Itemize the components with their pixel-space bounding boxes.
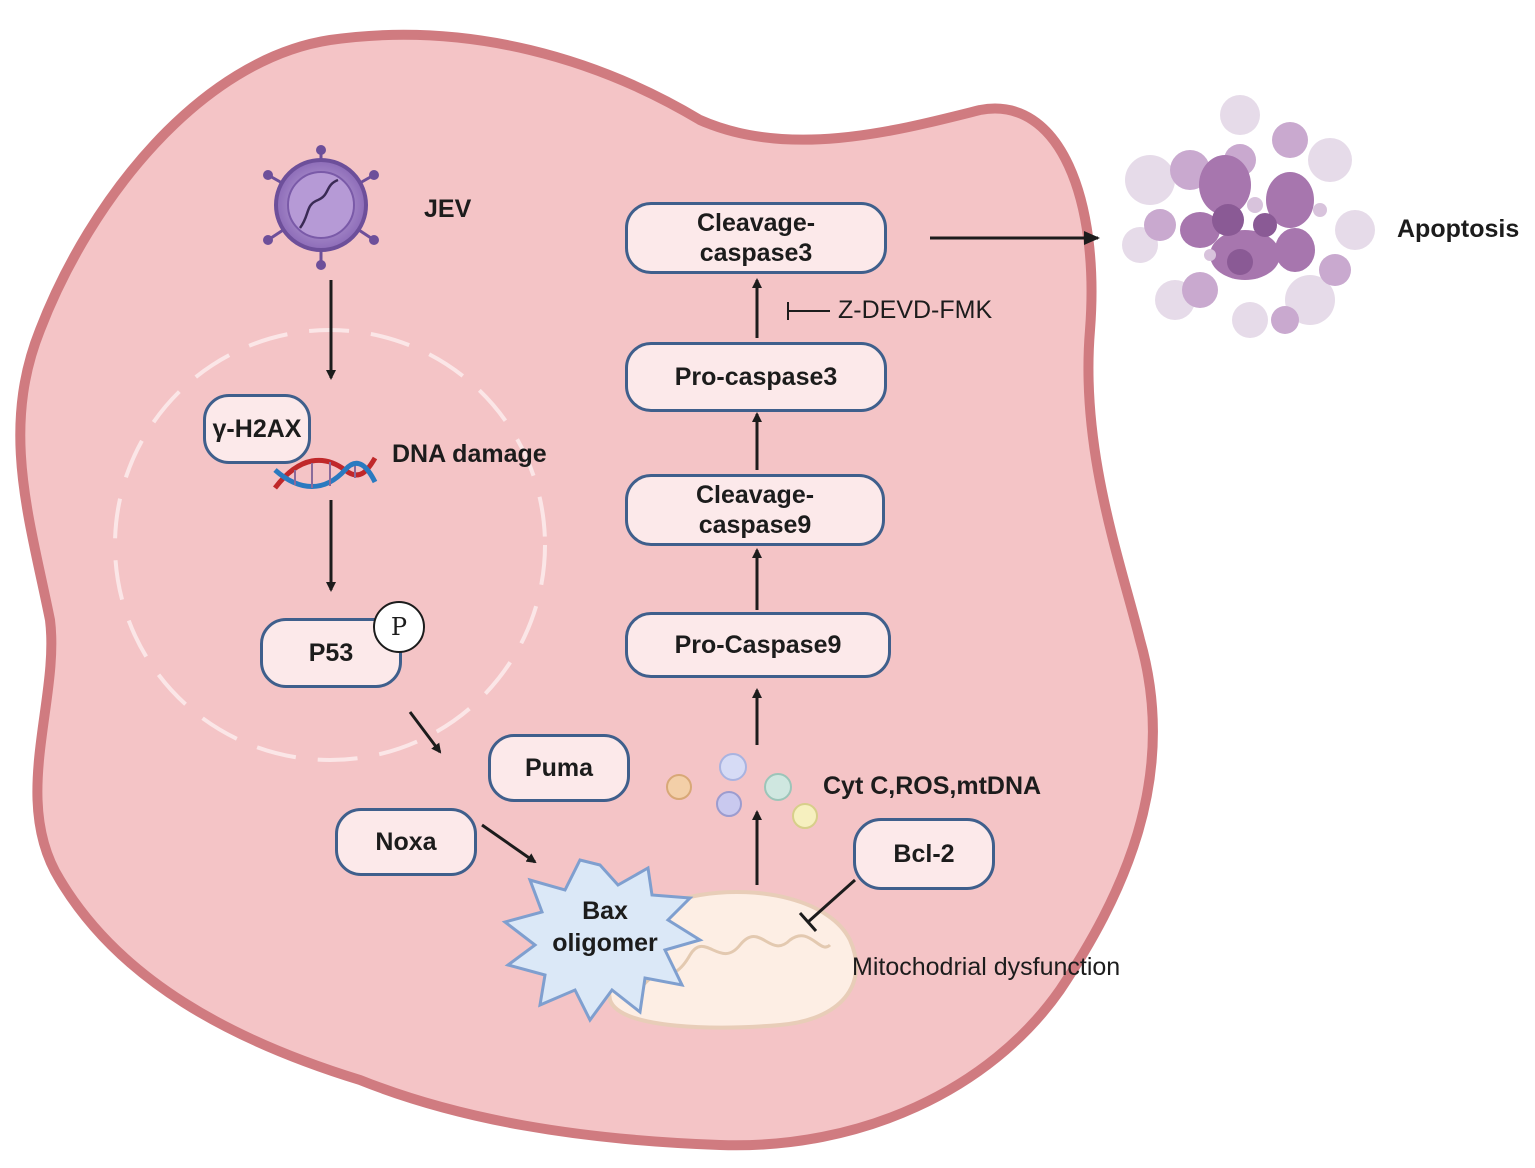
inhibit-bcl2-line xyxy=(807,878,856,924)
virus-icon xyxy=(263,145,379,270)
cleavage-caspase3-box: Cleavage- caspase3 xyxy=(625,202,887,274)
procaspase9-box: Pro-Caspase9 xyxy=(625,612,891,678)
phospho-circle: P xyxy=(373,601,425,653)
inhibit-bcl2-bar xyxy=(798,912,818,932)
p53-label: P53 xyxy=(308,639,354,667)
puma-label: Puma xyxy=(524,754,594,782)
bcl2-label: Bcl-2 xyxy=(893,840,955,868)
procaspase3-box: Pro-caspase3 xyxy=(625,342,887,412)
noxa-box: Noxa xyxy=(335,808,477,876)
bax-label: Bax oligomer xyxy=(540,895,670,959)
mito-release-particles xyxy=(666,753,818,829)
apoptotic-cell-icon xyxy=(1122,95,1375,338)
arrow-p53-to-puma xyxy=(408,711,442,754)
puma-box: Puma xyxy=(488,734,630,802)
procaspase3-label: Pro-caspase3 xyxy=(674,363,838,391)
phospho-label: P xyxy=(390,613,408,641)
z-devd-fmk-label: Z-DEVD-FMK xyxy=(838,296,993,324)
dna-damage-label: DNA damage xyxy=(392,440,547,468)
mito-dysfunction-label: Mitochodrial dysfunction xyxy=(852,953,1121,981)
cleav9-line-2: caspase9 xyxy=(698,511,812,539)
noxa-label: Noxa xyxy=(375,828,437,856)
bax-oligomer-star xyxy=(501,858,704,1023)
cleav3-line-1: Cleavage- xyxy=(696,209,816,237)
dna-icon xyxy=(273,456,378,490)
cleav3-line-2: caspase3 xyxy=(699,239,813,267)
h2ax-label: γ-H2AX xyxy=(212,415,302,443)
release-label: Cyt C,ROS,mtDNA xyxy=(823,772,1042,800)
h2ax-box: γ-H2AX xyxy=(203,394,311,464)
bcl2-box: Bcl-2 xyxy=(853,818,995,890)
arrow-noxa-to-bax xyxy=(481,823,537,864)
jev-label: JEV xyxy=(424,195,472,223)
bax-line-1: Bax xyxy=(582,897,628,925)
cleav9-line-1: Cleavage- xyxy=(695,481,815,509)
cleavage-caspase9-box: Cleavage- caspase9 xyxy=(625,474,885,546)
procaspase9-label: Pro-Caspase9 xyxy=(674,631,842,659)
apoptosis-label: Apoptosis xyxy=(1397,215,1520,243)
bax-line-2: oligomer xyxy=(552,929,658,957)
